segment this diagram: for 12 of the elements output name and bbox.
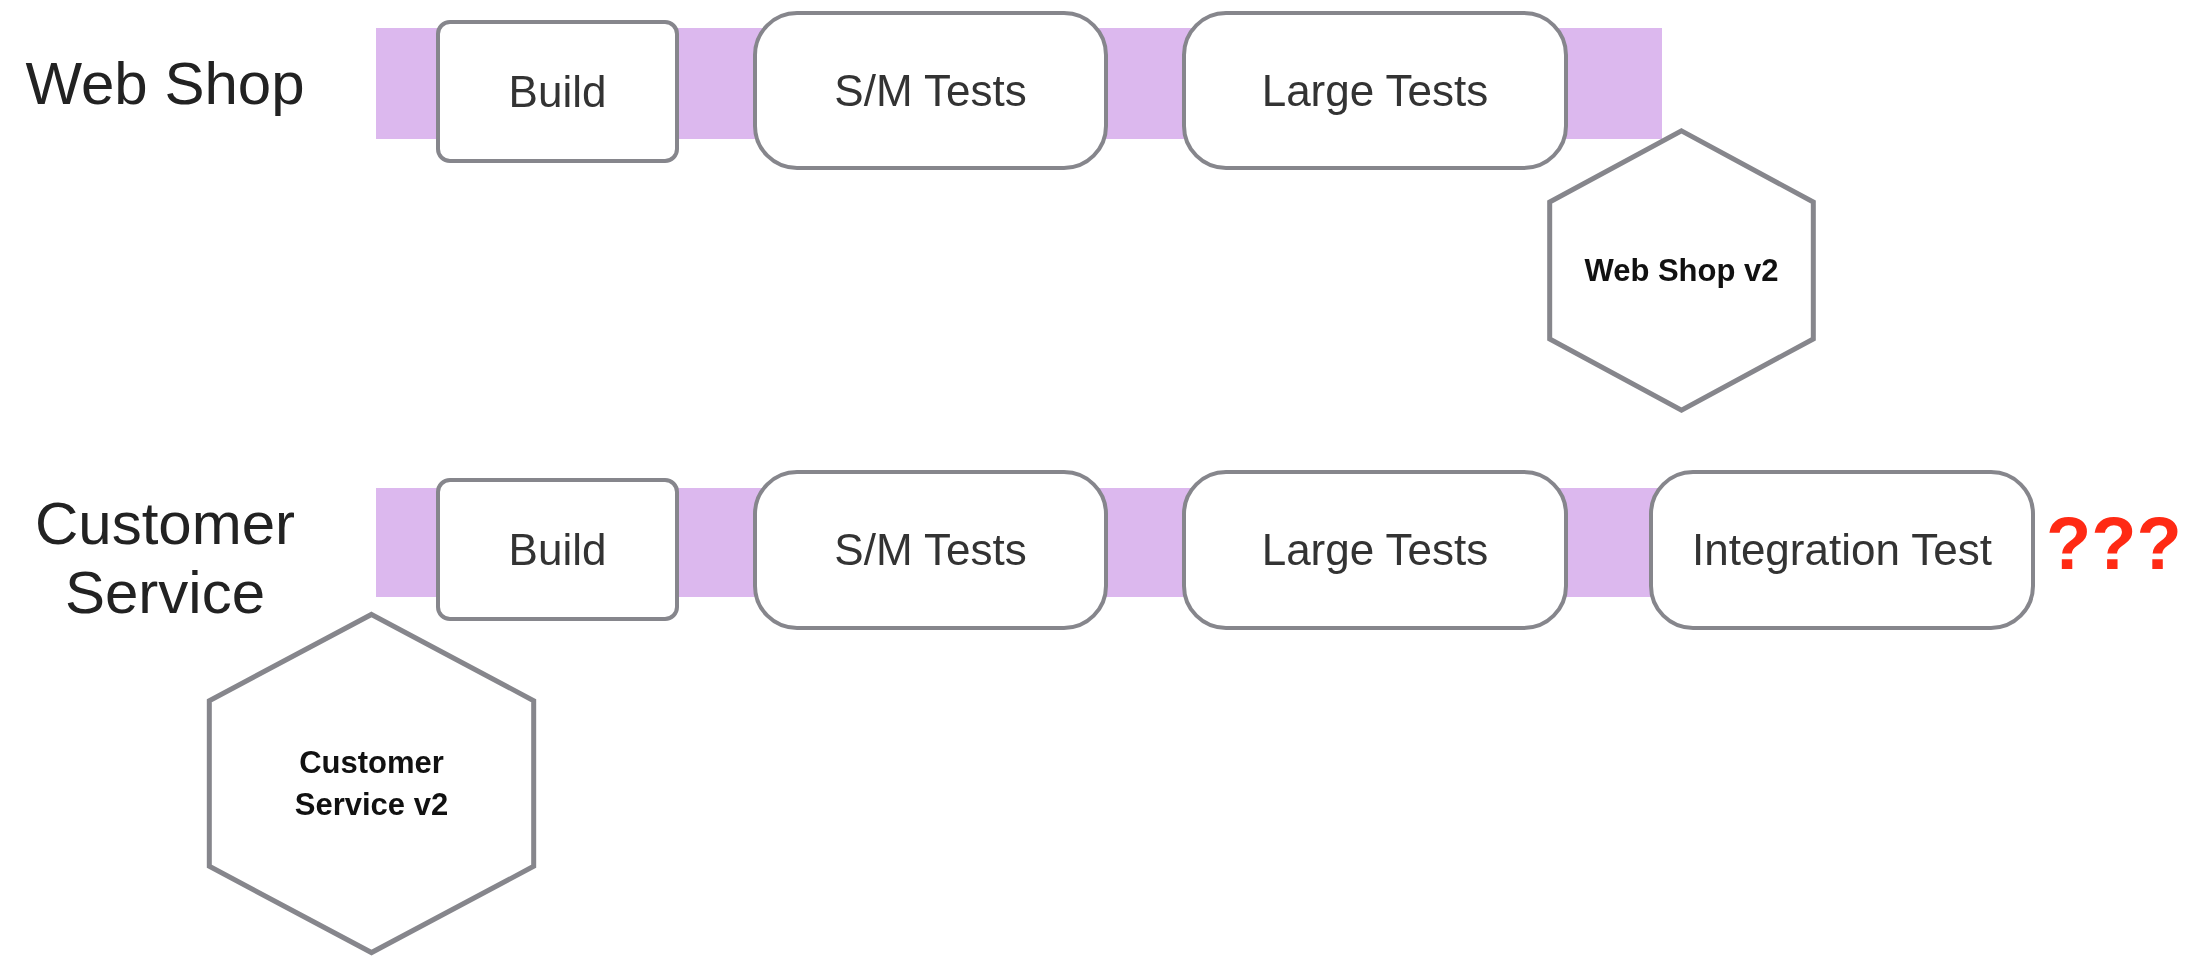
pipeline-title: Customer Service bbox=[33, 489, 297, 627]
stage-box: S/M Tests bbox=[753, 11, 1108, 170]
stage-box: Large Tests bbox=[1182, 11, 1568, 170]
pipeline-title: Web Shop bbox=[24, 49, 306, 118]
stage-box: Build bbox=[436, 20, 679, 163]
note-text: ??? bbox=[2046, 503, 2182, 585]
stage-box: Large Tests bbox=[1182, 470, 1568, 630]
stage-box: Integration Test bbox=[1649, 470, 2035, 630]
stage-box: S/M Tests bbox=[753, 470, 1108, 630]
service-label: Customer Service v2 bbox=[293, 743, 450, 824]
stage-box: Build bbox=[436, 478, 679, 621]
service-label: Web Shop v2 bbox=[1583, 251, 1780, 290]
